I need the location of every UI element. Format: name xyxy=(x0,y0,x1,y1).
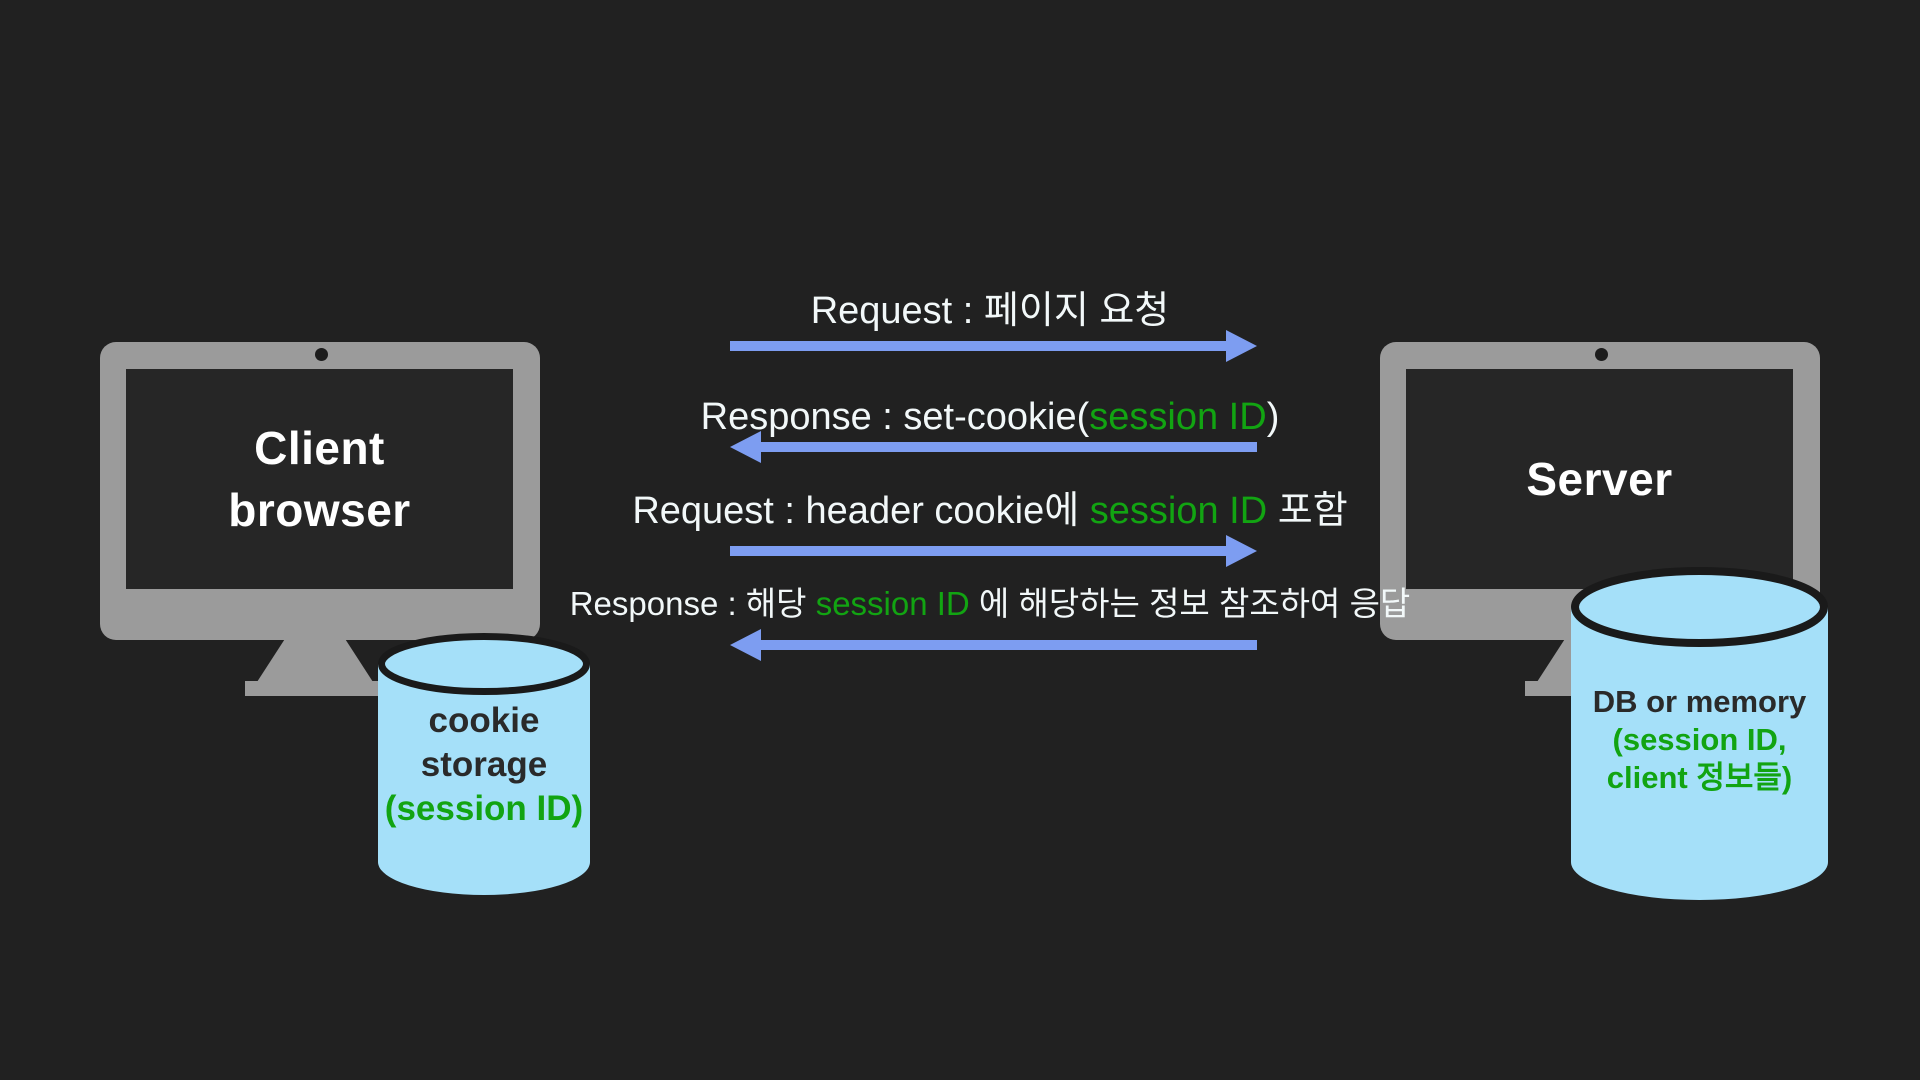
message-text-segment: 포함 xyxy=(1267,490,1348,532)
message-text-segment: session ID xyxy=(1089,396,1267,438)
message-label-request-session: Request : header cookie에 session ID 포함 xyxy=(490,488,1490,534)
arrow-request-page xyxy=(730,341,1226,351)
storage-label-line: (session ID, xyxy=(1612,722,1787,757)
server-db-cylinder-icon xyxy=(1571,567,1828,900)
message-text-segment: ) xyxy=(1266,396,1280,438)
message-text-segment: session ID xyxy=(815,585,970,622)
message-text-segment: session ID xyxy=(1089,490,1268,532)
storage-label-line: client 정보들) xyxy=(1606,760,1793,795)
cookie-storage-cylinder-icon xyxy=(378,633,590,895)
message-label-response-data: Response : 해당 session ID 에 해당하는 정보 참조하여 … xyxy=(490,583,1490,625)
message-label-response-setcookie: Response : set-cookie(session ID) xyxy=(490,394,1490,440)
client-label: Client browser xyxy=(228,422,411,536)
server-screen: Server xyxy=(1406,369,1793,589)
arrow-request-session xyxy=(730,546,1226,556)
server-label: Server xyxy=(1526,453,1673,505)
storage-label-line: DB or memory xyxy=(1592,684,1807,719)
storage-label-line: cookie xyxy=(428,701,540,740)
camera-dot-icon xyxy=(315,348,328,361)
client-monitor-stand-base xyxy=(245,681,395,696)
message-text-segment: Request : header cookie에 xyxy=(632,490,1090,532)
camera-dot-icon xyxy=(1595,348,1608,361)
message-label-request-page: Request : 페이지 요청 xyxy=(490,288,1490,334)
storage-label-line: storage xyxy=(420,745,548,784)
message-text-segment: 에 해당하는 정보 참조하여 응답 xyxy=(969,585,1411,622)
message-text-segment: Request : 페이지 요청 xyxy=(810,290,1170,332)
message-text-segment: Response : set-cookie( xyxy=(700,396,1090,438)
server-db-label: DB or memory(session ID,client 정보들) xyxy=(1577,683,1822,797)
client-monitor-stand-neck xyxy=(257,639,373,682)
cookie-storage-label: cookie storage (session ID) xyxy=(378,699,590,831)
message-text-segment: Response : 해당 xyxy=(569,585,816,622)
client-screen: Client browser xyxy=(126,369,513,589)
storage-label-line: (session ID) xyxy=(384,789,584,828)
arrow-response-setcookie xyxy=(761,442,1257,452)
arrow-response-data xyxy=(761,640,1257,650)
